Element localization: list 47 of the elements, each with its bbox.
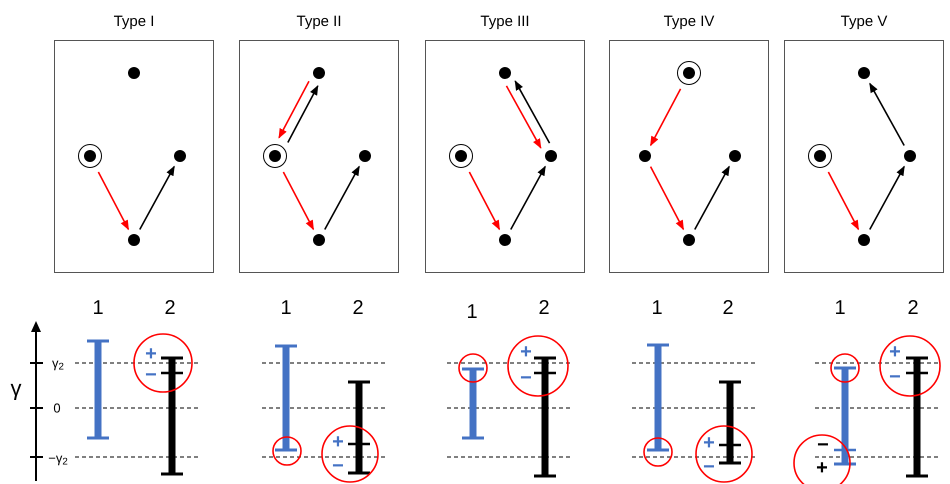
sign-label: + (889, 342, 901, 362)
column-number: 2 (907, 296, 919, 321)
arrow (869, 82, 905, 146)
sign-label: + (145, 344, 157, 364)
panel-title: Type IV (664, 12, 714, 32)
tick-label: γ$_{2}$ (52, 354, 64, 373)
arrow (282, 172, 314, 230)
sign-label: + (703, 433, 715, 453)
column-number: 1 (466, 300, 478, 325)
column-number: 1 (92, 296, 104, 321)
panel-title: Type II (296, 12, 342, 32)
column-number: 2 (352, 296, 364, 321)
sign-label: + (332, 432, 344, 452)
arrow (506, 86, 542, 149)
arrow (139, 166, 175, 230)
sign-label: + (520, 342, 532, 362)
panel-title: Type V (840, 12, 888, 32)
arrow (828, 172, 860, 230)
sign-label: − (889, 367, 901, 387)
axis-label: γ (10, 374, 22, 402)
arrow (869, 166, 905, 230)
column-number: 2 (722, 296, 734, 321)
arrow (468, 172, 500, 230)
panel-title: Type III (480, 12, 530, 32)
column-number: 1 (280, 296, 292, 321)
sign-label: − (520, 368, 532, 388)
tick-label: 0 (53, 399, 61, 418)
sign-label: + (816, 458, 828, 478)
panel-title: Type I (114, 12, 154, 32)
arrow (650, 88, 682, 146)
arrow (510, 166, 546, 230)
arrow (324, 166, 360, 230)
arrow (694, 166, 730, 230)
sign-label: − (703, 457, 715, 477)
arrow (514, 80, 550, 144)
arrow (278, 80, 310, 139)
column-number: 1 (834, 296, 846, 321)
tick-label: −γ$_{2}$ (48, 449, 68, 468)
sign-label: − (145, 365, 157, 385)
column-number: 2 (538, 296, 550, 321)
arrow (650, 166, 684, 230)
column-number: 1 (651, 296, 663, 321)
sign-label: − (817, 435, 829, 455)
sign-label: − (332, 456, 344, 476)
arrow (98, 172, 130, 230)
arrow (287, 85, 318, 143)
column-number: 2 (164, 296, 176, 321)
